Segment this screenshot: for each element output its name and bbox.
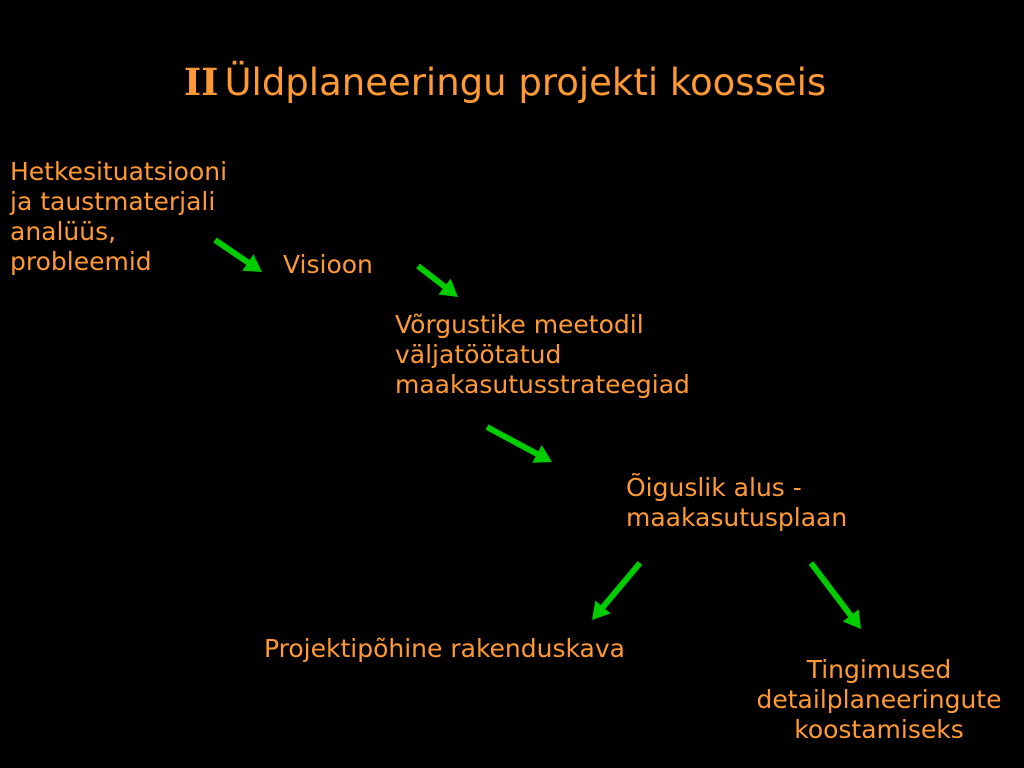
- arrow-strategies-to-legal-basis-head: [532, 445, 552, 463]
- node-background-analysis: Hetkesituatsiooni ja taustmaterjali anal…: [10, 157, 228, 276]
- node-vision: Visioon: [283, 250, 373, 279]
- arrow-analysis-to-vision-head: [242, 254, 262, 272]
- arrow-vision-to-strategies: [416, 263, 458, 297]
- arrow-strategies-to-legal-basis-shaft: [485, 424, 541, 458]
- node-conditions: Tingimused detailplaneeringute koostamis…: [756, 655, 1002, 744]
- arrow-legal-basis-to-conditions-head: [842, 609, 861, 629]
- arrow-vision-to-strategies-shaft: [416, 263, 448, 291]
- arrow-legal-basis-to-conditions-shaft: [808, 561, 855, 619]
- arrow-analysis-to-vision-shaft: [213, 237, 252, 267]
- node-strategies: Võrgustike meetodil väljatöötatud maakas…: [395, 310, 690, 399]
- arrow-legal-basis-to-plan-head: [592, 600, 611, 620]
- arrow-legal-basis-to-conditions: [808, 561, 861, 629]
- title-roman-numeral: II: [183, 60, 219, 104]
- arrow-layer: [213, 237, 861, 629]
- arrow-vision-to-strategies-head: [438, 278, 458, 297]
- title-text: Üldplaneeringu projekti koosseis: [224, 61, 827, 104]
- arrow-legal-basis-to-plan: [592, 561, 643, 620]
- arrow-analysis-to-vision: [213, 237, 262, 272]
- node-legal-basis: Õiguslik alus - maakasutusplaan: [626, 473, 848, 532]
- node-implementation-plan: Projektipõhine rakenduskava: [264, 634, 625, 663]
- arrow-strategies-to-legal-basis: [485, 424, 552, 463]
- arrow-legal-basis-to-plan-shaft: [599, 561, 643, 611]
